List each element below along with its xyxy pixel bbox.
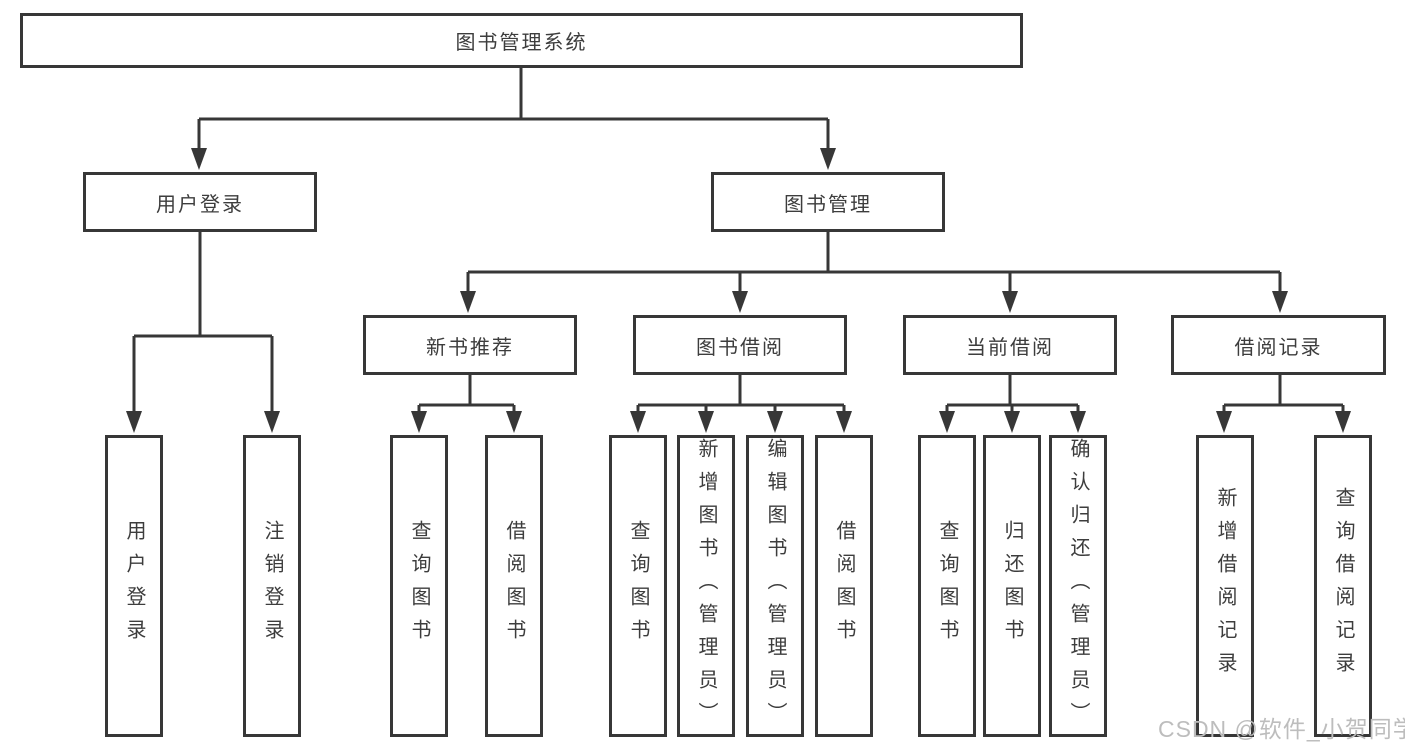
leaf-query-books-3: 查询图书 [918, 435, 976, 737]
node-label: 图书借阅 [696, 336, 784, 359]
node-label: 新增图书（管理员） [695, 437, 717, 735]
leaf-edit-books-admin: 编辑图书（管理员） [746, 435, 804, 737]
node-label: 确认归还（管理员） [1067, 437, 1089, 735]
leaf-add-books-admin: 新增图书（管理员） [677, 435, 735, 737]
node-label: 查询借阅记录 [1332, 487, 1354, 685]
leaf-query-borrow-record: 查询借阅记录 [1314, 435, 1372, 737]
node-label: 编辑图书（管理员） [764, 437, 786, 735]
node-library-management-system: 图书管理系统 [20, 13, 1023, 68]
leaf-add-borrow-record: 新增借阅记录 [1196, 435, 1254, 737]
node-label: 当前借阅 [966, 336, 1054, 359]
node-label: 新增借阅记录 [1214, 487, 1236, 685]
node-label: 查询图书 [936, 520, 958, 652]
node-label: 查询图书 [408, 520, 430, 652]
node-label: 用户登录 [156, 193, 244, 216]
node-new-book-recommend: 新书推荐 [363, 315, 577, 375]
leaf-logout: 注销登录 [243, 435, 301, 737]
node-label: 查询图书 [627, 520, 649, 652]
node-current-borrowing: 当前借阅 [903, 315, 1117, 375]
node-book-borrowing: 图书借阅 [633, 315, 847, 375]
leaf-borrow-books-2: 借阅图书 [815, 435, 873, 737]
leaf-return-books: 归还图书 [983, 435, 1041, 737]
csdn-watermark: CSDN @软件_小贺同学 [1158, 716, 1405, 742]
node-label: 注销登录 [261, 520, 283, 652]
node-book-management: 图书管理 [711, 172, 945, 232]
node-borrowing-records: 借阅记录 [1171, 315, 1386, 375]
leaf-borrow-books-1: 借阅图书 [485, 435, 543, 737]
node-label: 借阅图书 [503, 520, 525, 652]
node-label: 新书推荐 [426, 336, 514, 359]
leaf-confirm-return-admin: 确认归还（管理员） [1049, 435, 1107, 737]
leaf-query-books-1: 查询图书 [390, 435, 448, 737]
node-label: 归还图书 [1001, 520, 1023, 652]
node-label: 用户登录 [123, 520, 145, 652]
node-label: 借阅图书 [833, 520, 855, 652]
leaf-user-login: 用户登录 [105, 435, 163, 737]
node-label: 图书管理系统 [455, 32, 588, 54]
node-label: 借阅记录 [1234, 336, 1323, 359]
node-user-login: 用户登录 [83, 172, 317, 232]
leaf-query-books-2: 查询图书 [609, 435, 667, 737]
node-label: 图书管理 [784, 193, 872, 216]
